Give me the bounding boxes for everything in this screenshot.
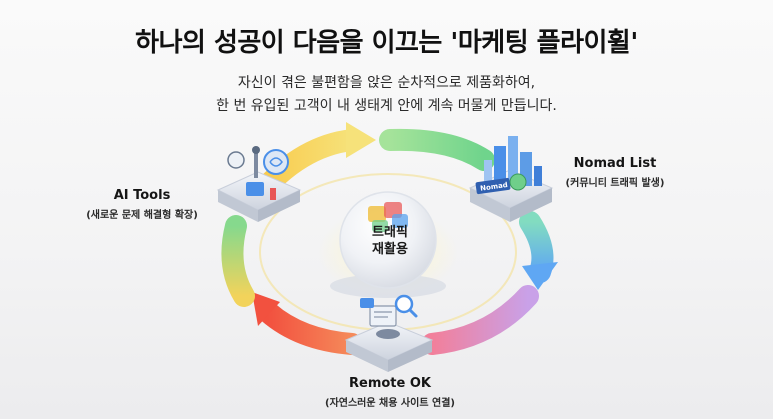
nomad-list-platform: Nomad: [468, 136, 554, 222]
sphere-cube-blue: [392, 214, 408, 228]
nomad-list-desc: (커뮤니티 트래픽 발생): [565, 178, 665, 189]
arc-green-top: [379, 128, 495, 171]
sphere-cube-green: [372, 220, 388, 232]
ai-tools-desc: (새로운 문제 해결형 확장): [86, 210, 198, 221]
magnifier-icon: [394, 294, 414, 314]
nomad-list-label: Nomad List (커뮤니티 트래픽 발생): [540, 156, 690, 189]
remote-ok-label: Remote OK (자연스러운 채용 사이트 연결): [305, 376, 475, 409]
wrench-icon: [227, 151, 245, 169]
remote-ok-name: Remote OK: [349, 376, 431, 391]
document-icon: [369, 305, 397, 327]
remote-ok-platform: [344, 294, 434, 372]
center-label-line1: 트래픽: [372, 225, 408, 240]
arc-red: [257, 301, 363, 355]
chart-icon: [246, 182, 264, 196]
nomad-list-name: Nomad List: [573, 156, 657, 171]
subtitle-line-1: 자신이 겪은 불편함을 앉은 순차적으로 제품화하여,: [237, 75, 536, 91]
remote-ok-desc: (자연스러운 채용 사이트 연결): [325, 398, 455, 409]
nomad-badge: Nomad: [480, 181, 509, 193]
brain-icon: [263, 149, 289, 175]
arc-green-left: [221, 215, 255, 307]
page-title: 하나의 성공이 다음을 이끄는 '마케팅 플라이휠': [135, 28, 638, 58]
building-icon: [494, 146, 506, 188]
center-label: 트래픽 재활용: [340, 224, 440, 258]
ai-tools-platform: [216, 146, 302, 222]
sphere-cube-yellow: [368, 206, 386, 222]
center-sphere: [339, 191, 437, 289]
arrow-yellow: [346, 122, 376, 158]
ai-tools-label: AI Tools (새로운 문제 해결형 확장): [62, 188, 222, 221]
subtitle-line-2: 한 번 유입된 고객이 내 생태계 안에 계속 머물게 만듭니다.: [216, 98, 557, 114]
arrow-blue: [522, 262, 558, 290]
ai-tools-name: AI Tools: [113, 188, 171, 203]
center-label-line2: 재활용: [372, 242, 408, 257]
arc-pink: [421, 285, 539, 355]
arrow-red: [252, 292, 280, 326]
